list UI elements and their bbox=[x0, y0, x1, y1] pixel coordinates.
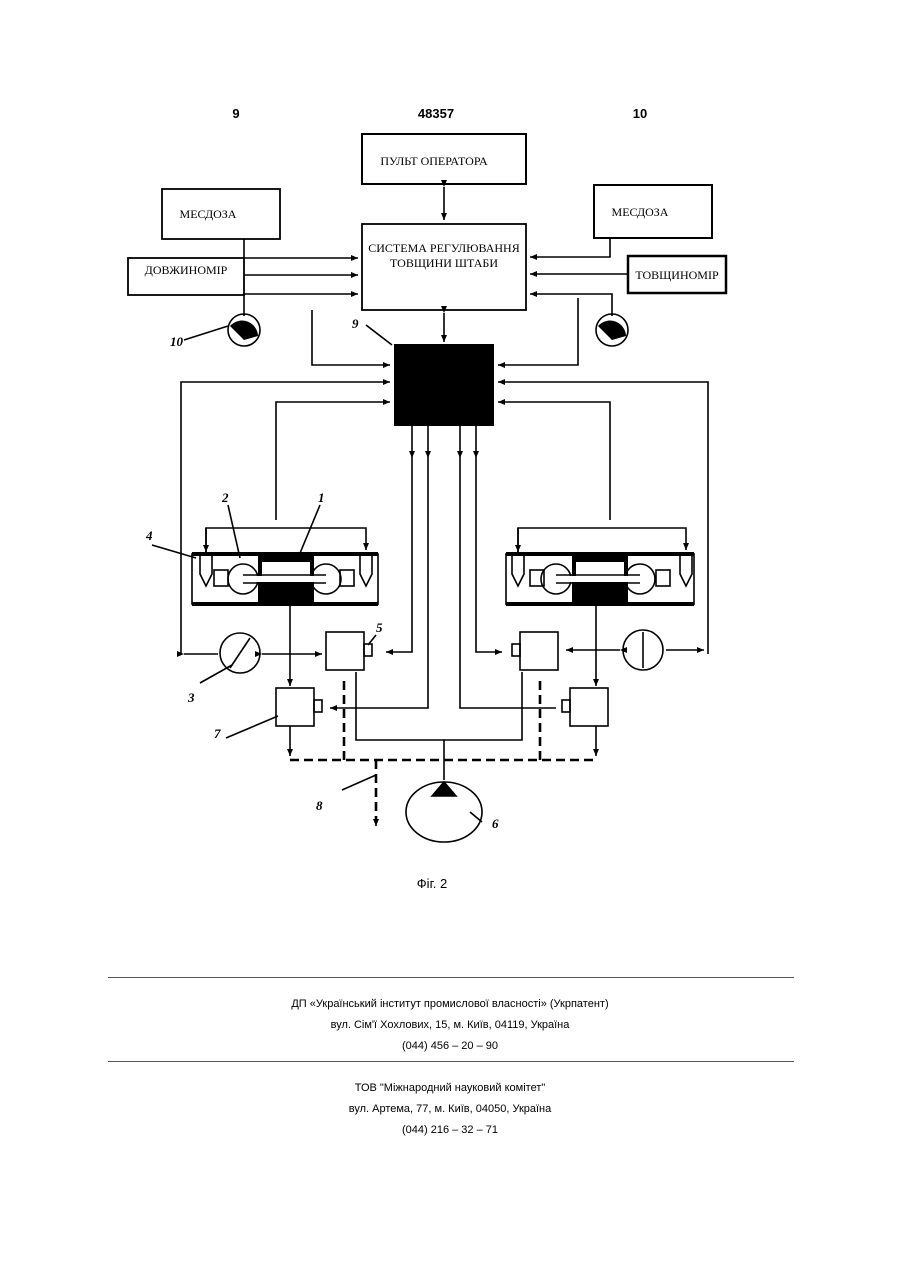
length-meter-label: ДОВЖИНОМІР bbox=[145, 263, 228, 277]
footer-org2: ТОВ "Міжнародний науковий комітет" вул. … bbox=[0, 1078, 900, 1141]
org2-name: ТОВ "Міжнародний науковий комітет" bbox=[0, 1078, 900, 1099]
servo-valve-right bbox=[520, 632, 558, 670]
valve-left bbox=[276, 688, 314, 726]
load-cell-left-label: МЕСДОЗА bbox=[180, 207, 237, 221]
figure-caption: Фіг. 2 bbox=[417, 876, 447, 891]
label-3: 3 bbox=[187, 690, 195, 705]
footer-org1: ДП «Український інститут промислової вла… bbox=[0, 994, 900, 1057]
label-5: 5 bbox=[376, 620, 383, 635]
footer-divider-middle bbox=[108, 1061, 794, 1062]
org1-address: вул. Сім'ї Хохлових, 15, м. Київ, 04119,… bbox=[0, 1015, 900, 1036]
load-cell-right-label: МЕСДОЗА bbox=[612, 205, 669, 219]
roll-sensor-left bbox=[228, 314, 260, 346]
page-number-left: 9 bbox=[232, 106, 239, 121]
label-2: 2 bbox=[221, 490, 229, 505]
servo-valve-left bbox=[326, 632, 364, 670]
operator-panel-label: ПУЛЬТ ОПЕРАТОРА bbox=[380, 154, 488, 168]
thickness-meter-label: ТОВЩИНОМІР bbox=[635, 268, 719, 282]
page-number-right: 10 bbox=[633, 106, 647, 121]
label-4: 4 bbox=[145, 528, 153, 543]
control-system-label-line1: СИСТЕМА РЕГУЛЮВАННЯ bbox=[368, 241, 519, 255]
roll-sensor-right bbox=[596, 314, 628, 346]
org2-address: вул. Артема, 77, м. Київ, 04050, Україна bbox=[0, 1099, 900, 1120]
footer-divider-top bbox=[108, 977, 794, 978]
hydraulic-control-diagram: 9 48357 10 bbox=[0, 0, 900, 900]
org1-name: ДП «Український інститут промислової вла… bbox=[0, 994, 900, 1015]
label-9: 9 bbox=[352, 316, 359, 331]
label-7: 7 bbox=[214, 726, 221, 741]
label-1: 1 bbox=[318, 490, 325, 505]
valve-right bbox=[570, 688, 608, 726]
controller-block bbox=[394, 344, 494, 426]
patent-number: 48357 bbox=[418, 106, 454, 121]
org2-phone: (044) 216 – 32 – 71 bbox=[0, 1120, 900, 1141]
label-10: 10 bbox=[170, 334, 184, 349]
label-6: 6 bbox=[492, 816, 499, 831]
label-8: 8 bbox=[316, 798, 323, 813]
control-system-label-line2: ТОВЩИНИ ШТАБИ bbox=[390, 256, 498, 270]
org1-phone: (044) 456 – 20 – 90 bbox=[0, 1036, 900, 1057]
